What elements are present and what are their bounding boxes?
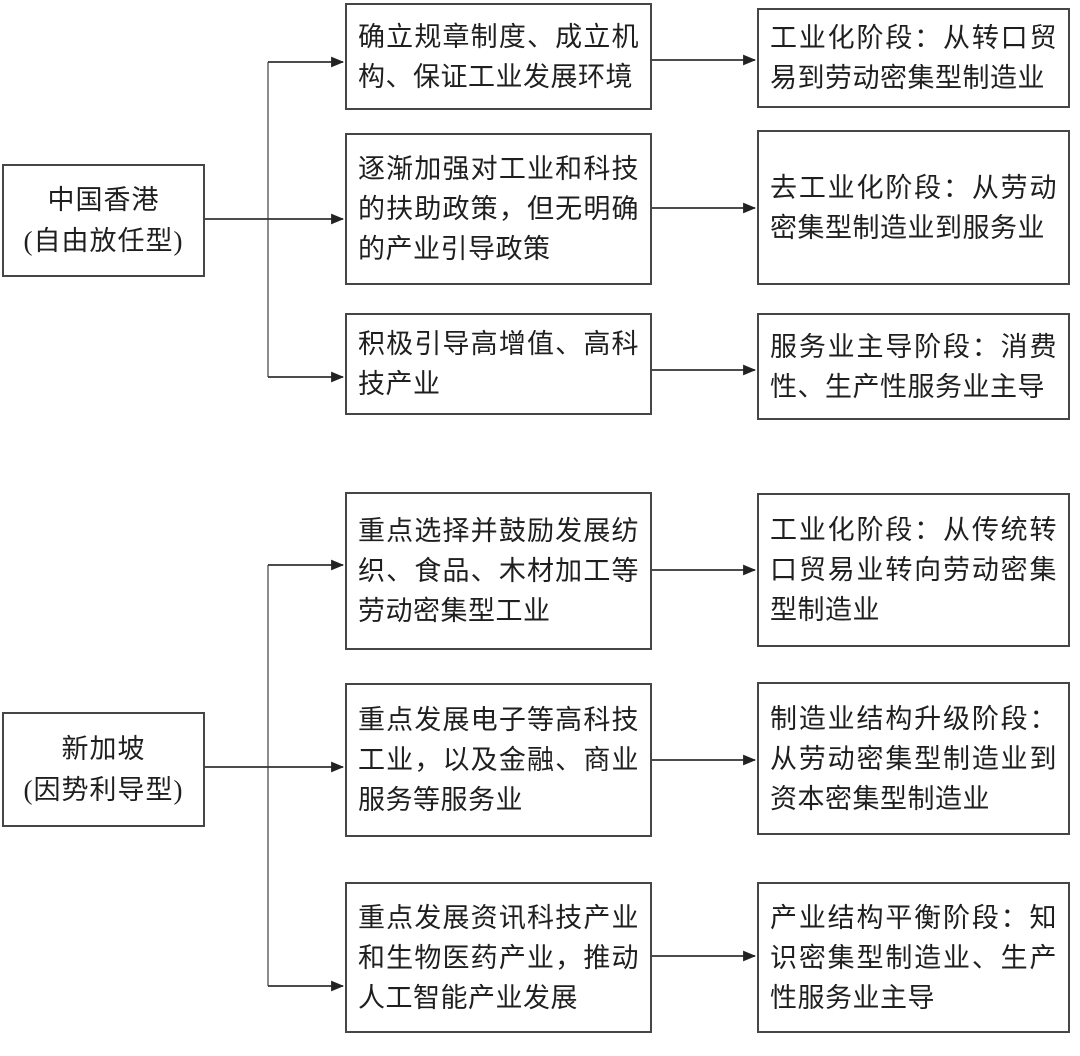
policy-box-hk-2: 逐渐加强对工业和科技的扶助政策，但无明确的产业引导政策 (345, 133, 652, 285)
stage-text: 去工业化阶段：从劳动密集型制造业到服务业 (770, 172, 1057, 243)
policy-text: 确立规章制度、成立机构、保证工业发展环境 (358, 21, 639, 92)
policy-box-hk-3: 积极引导高增值、高科技产业 (345, 313, 652, 415)
stage-text: 制造业结构升级阶段：从劳动密集型制造业到资本密集型制造业 (770, 703, 1057, 814)
stage-text: 工业化阶段：从转口贸易到劳动密集型制造业 (770, 23, 1057, 93)
policy-text: 重点发展资讯科技产业和生物医药产业，推动人工智能产业发展 (358, 902, 639, 1013)
stage-box-sg-1: 工业化阶段：从传统转口贸易业转向劳动密集型制造业 (757, 493, 1070, 647)
source-type: (因势利导型) (23, 774, 184, 805)
source-name: 新加坡 (61, 733, 146, 764)
source-box-singapore: 新加坡 (因势利导型) (2, 712, 205, 827)
stage-box-hk-1: 工业化阶段：从转口贸易到劳动密集型制造业 (757, 8, 1070, 108)
policy-box-hk-1: 确立规章制度、成立机构、保证工业发展环境 (345, 3, 652, 110)
stage-box-hk-2: 去工业化阶段：从劳动密集型制造业到服务业 (757, 130, 1070, 285)
policy-text: 重点选择并鼓励发展纺织、食品、木材加工等劳动密集型工业 (358, 516, 639, 626)
stage-box-sg-3: 产业结构平衡阶段：知识密集型制造业、生产性服务业主导 (757, 882, 1070, 1033)
policy-box-sg-1: 重点选择并鼓励发展纺织、食品、木材加工等劳动密集型工业 (345, 492, 652, 650)
policy-box-sg-2: 重点发展电子等高科技工业，以及金融、商业服务等服务业 (345, 683, 652, 837)
stage-text: 工业化阶段：从传统转口贸易业转向劳动密集型制造业 (770, 515, 1057, 625)
policy-text: 积极引导高增值、高科技产业 (358, 329, 639, 399)
source-box-hongkong: 中国香港 (自由放任型) (2, 164, 205, 277)
policy-text: 逐渐加强对工业和科技的扶助政策，但无明确的产业引导政策 (358, 154, 639, 264)
policy-text: 重点发展电子等高科技工业，以及金融、商业服务等服务业 (358, 705, 639, 815)
stage-box-sg-2: 制造业结构升级阶段：从劳动密集型制造业到资本密集型制造业 (757, 682, 1070, 835)
stage-text: 服务业主导阶段：消费性、生产性服务业主导 (770, 331, 1057, 402)
stage-box-hk-3: 服务业主导阶段：消费性、生产性服务业主导 (757, 313, 1070, 420)
stage-text: 产业结构平衡阶段：知识密集型制造业、生产性服务业主导 (770, 902, 1057, 1013)
source-name: 中国香港 (47, 184, 160, 215)
policy-box-sg-3: 重点发展资讯科技产业和生物医药产业，推动人工智能产业发展 (345, 882, 652, 1033)
source-type: (自由放任型) (23, 225, 184, 256)
